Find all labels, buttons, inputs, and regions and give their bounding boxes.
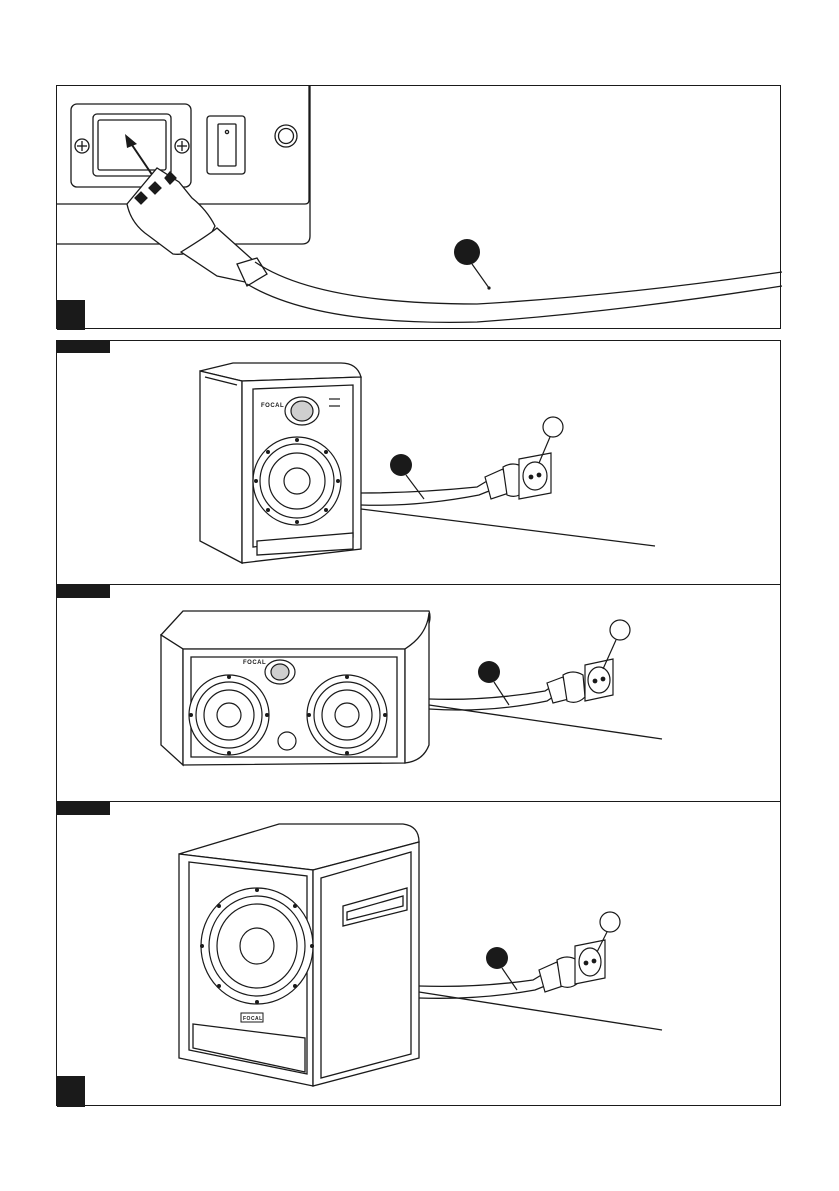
panel-tab-square: [57, 300, 85, 330]
center-top: [161, 611, 430, 649]
panel-subwoofer: FOCAL: [56, 801, 781, 1106]
iec-plug-icon: [127, 168, 782, 322]
schuko-outlet-icon: [585, 659, 613, 701]
outlet-callout: [597, 912, 620, 952]
panel-power-inlet: [56, 85, 781, 329]
panel-monitor: FOCAL: [56, 340, 781, 585]
floor-line: [361, 509, 655, 546]
schuko-outlet-icon: [519, 453, 551, 499]
subwoofer-illustration: FOCAL: [57, 802, 782, 1107]
center-side-left: [161, 635, 183, 765]
panel-tab-bar: [57, 802, 110, 815]
floor-line: [419, 992, 662, 1030]
focal-logo: FOCAL: [261, 403, 284, 409]
woofer-dustcap: [284, 468, 310, 494]
mains-plug-icon: [539, 957, 579, 992]
mains-plug-icon: [547, 672, 585, 703]
center-monitor-illustration: FOCAL: [57, 585, 782, 803]
panel-tab-bar: [57, 341, 110, 353]
svg-text:FOCAL: FOCAL: [243, 660, 266, 666]
panel-tab-bar: [57, 585, 110, 598]
panel-center-monitor: FOCAL: [56, 584, 781, 802]
tweeter-icon: [271, 664, 289, 680]
focal-logo: FOCAL: [243, 660, 266, 666]
power-cable: [429, 687, 662, 739]
power-cable: [419, 974, 662, 1030]
floor-line: [429, 705, 662, 739]
cable-callout: [454, 239, 491, 290]
screw-right-icon: [175, 139, 189, 153]
rocker-switch-icon: [207, 116, 245, 174]
focal-logo: FOCAL: [241, 1013, 263, 1022]
svg-text:FOCAL: FOCAL: [261, 403, 284, 409]
svg-text:FOCAL: FOCAL: [243, 1016, 263, 1022]
focal-emblem-icon: [278, 732, 296, 750]
monitor-illustration: FOCAL: [57, 341, 782, 586]
speaker-side: [200, 371, 242, 563]
tweeter-icon: [291, 401, 313, 421]
panel-tab-square: [57, 1076, 85, 1107]
screw-left-icon: [75, 139, 89, 153]
power-inlet-illustration: [57, 86, 782, 330]
sub-woofer-dustcap: [240, 928, 274, 964]
schuko-outlet-icon: [575, 940, 605, 984]
